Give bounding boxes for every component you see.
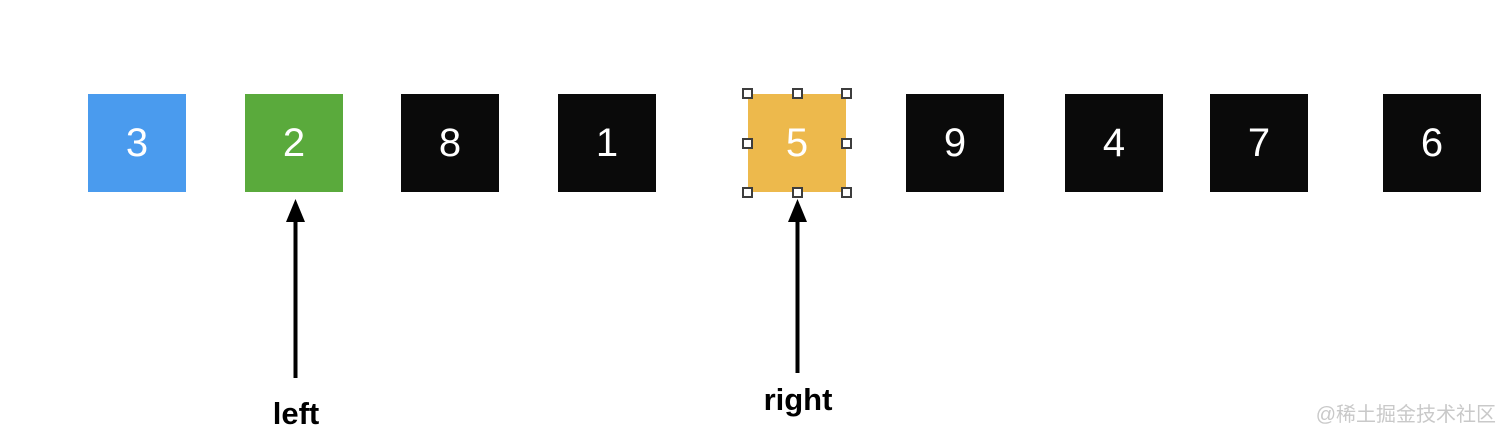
array-item-square-2-left[interactable]: 2 — [245, 94, 343, 192]
selection-handle-n[interactable] — [791, 88, 803, 99]
array-item-value: 4 — [1102, 121, 1126, 165]
array-item-square-4[interactable]: 4 — [1065, 94, 1163, 192]
array-item-value: 3 — [125, 121, 149, 165]
array-item-value: 9 — [943, 121, 967, 165]
array-item-value: 6 — [1420, 121, 1444, 165]
right-pointer-label: right — [763, 382, 833, 417]
array-item-value: 2 — [282, 121, 306, 165]
selection-handle-sw[interactable] — [742, 187, 753, 198]
left-pointer-label: left — [272, 396, 320, 431]
selection-handle-s[interactable] — [791, 187, 803, 198]
selection-handle-w[interactable] — [742, 137, 753, 149]
array-item-square-8[interactable]: 8 — [401, 94, 499, 192]
selection-handle-nw[interactable] — [742, 88, 753, 99]
array-item-square-9[interactable]: 9 — [906, 94, 1004, 192]
array-item-square-7[interactable]: 7 — [1210, 94, 1308, 192]
array-item-square-6[interactable]: 6 — [1383, 94, 1481, 192]
array-item-value: 8 — [438, 121, 462, 165]
selection-handle-e[interactable] — [841, 137, 852, 149]
array-item-value: 7 — [1247, 121, 1271, 165]
array-item-value: 5 — [785, 121, 809, 165]
watermark: @稀土掘金技术社区 — [1315, 404, 1496, 426]
selection-handle-se[interactable] — [841, 187, 852, 198]
array-item-value: 1 — [595, 121, 619, 165]
left-arrow-icon — [286, 199, 305, 378]
array-item-square-1[interactable]: 1 — [558, 94, 656, 192]
right-arrow-icon — [788, 199, 807, 373]
selection-handle-ne[interactable] — [841, 88, 852, 99]
array-item-square-5-selected[interactable]: 5 — [742, 88, 852, 198]
array-item-square-3[interactable]: 3 — [88, 94, 186, 192]
